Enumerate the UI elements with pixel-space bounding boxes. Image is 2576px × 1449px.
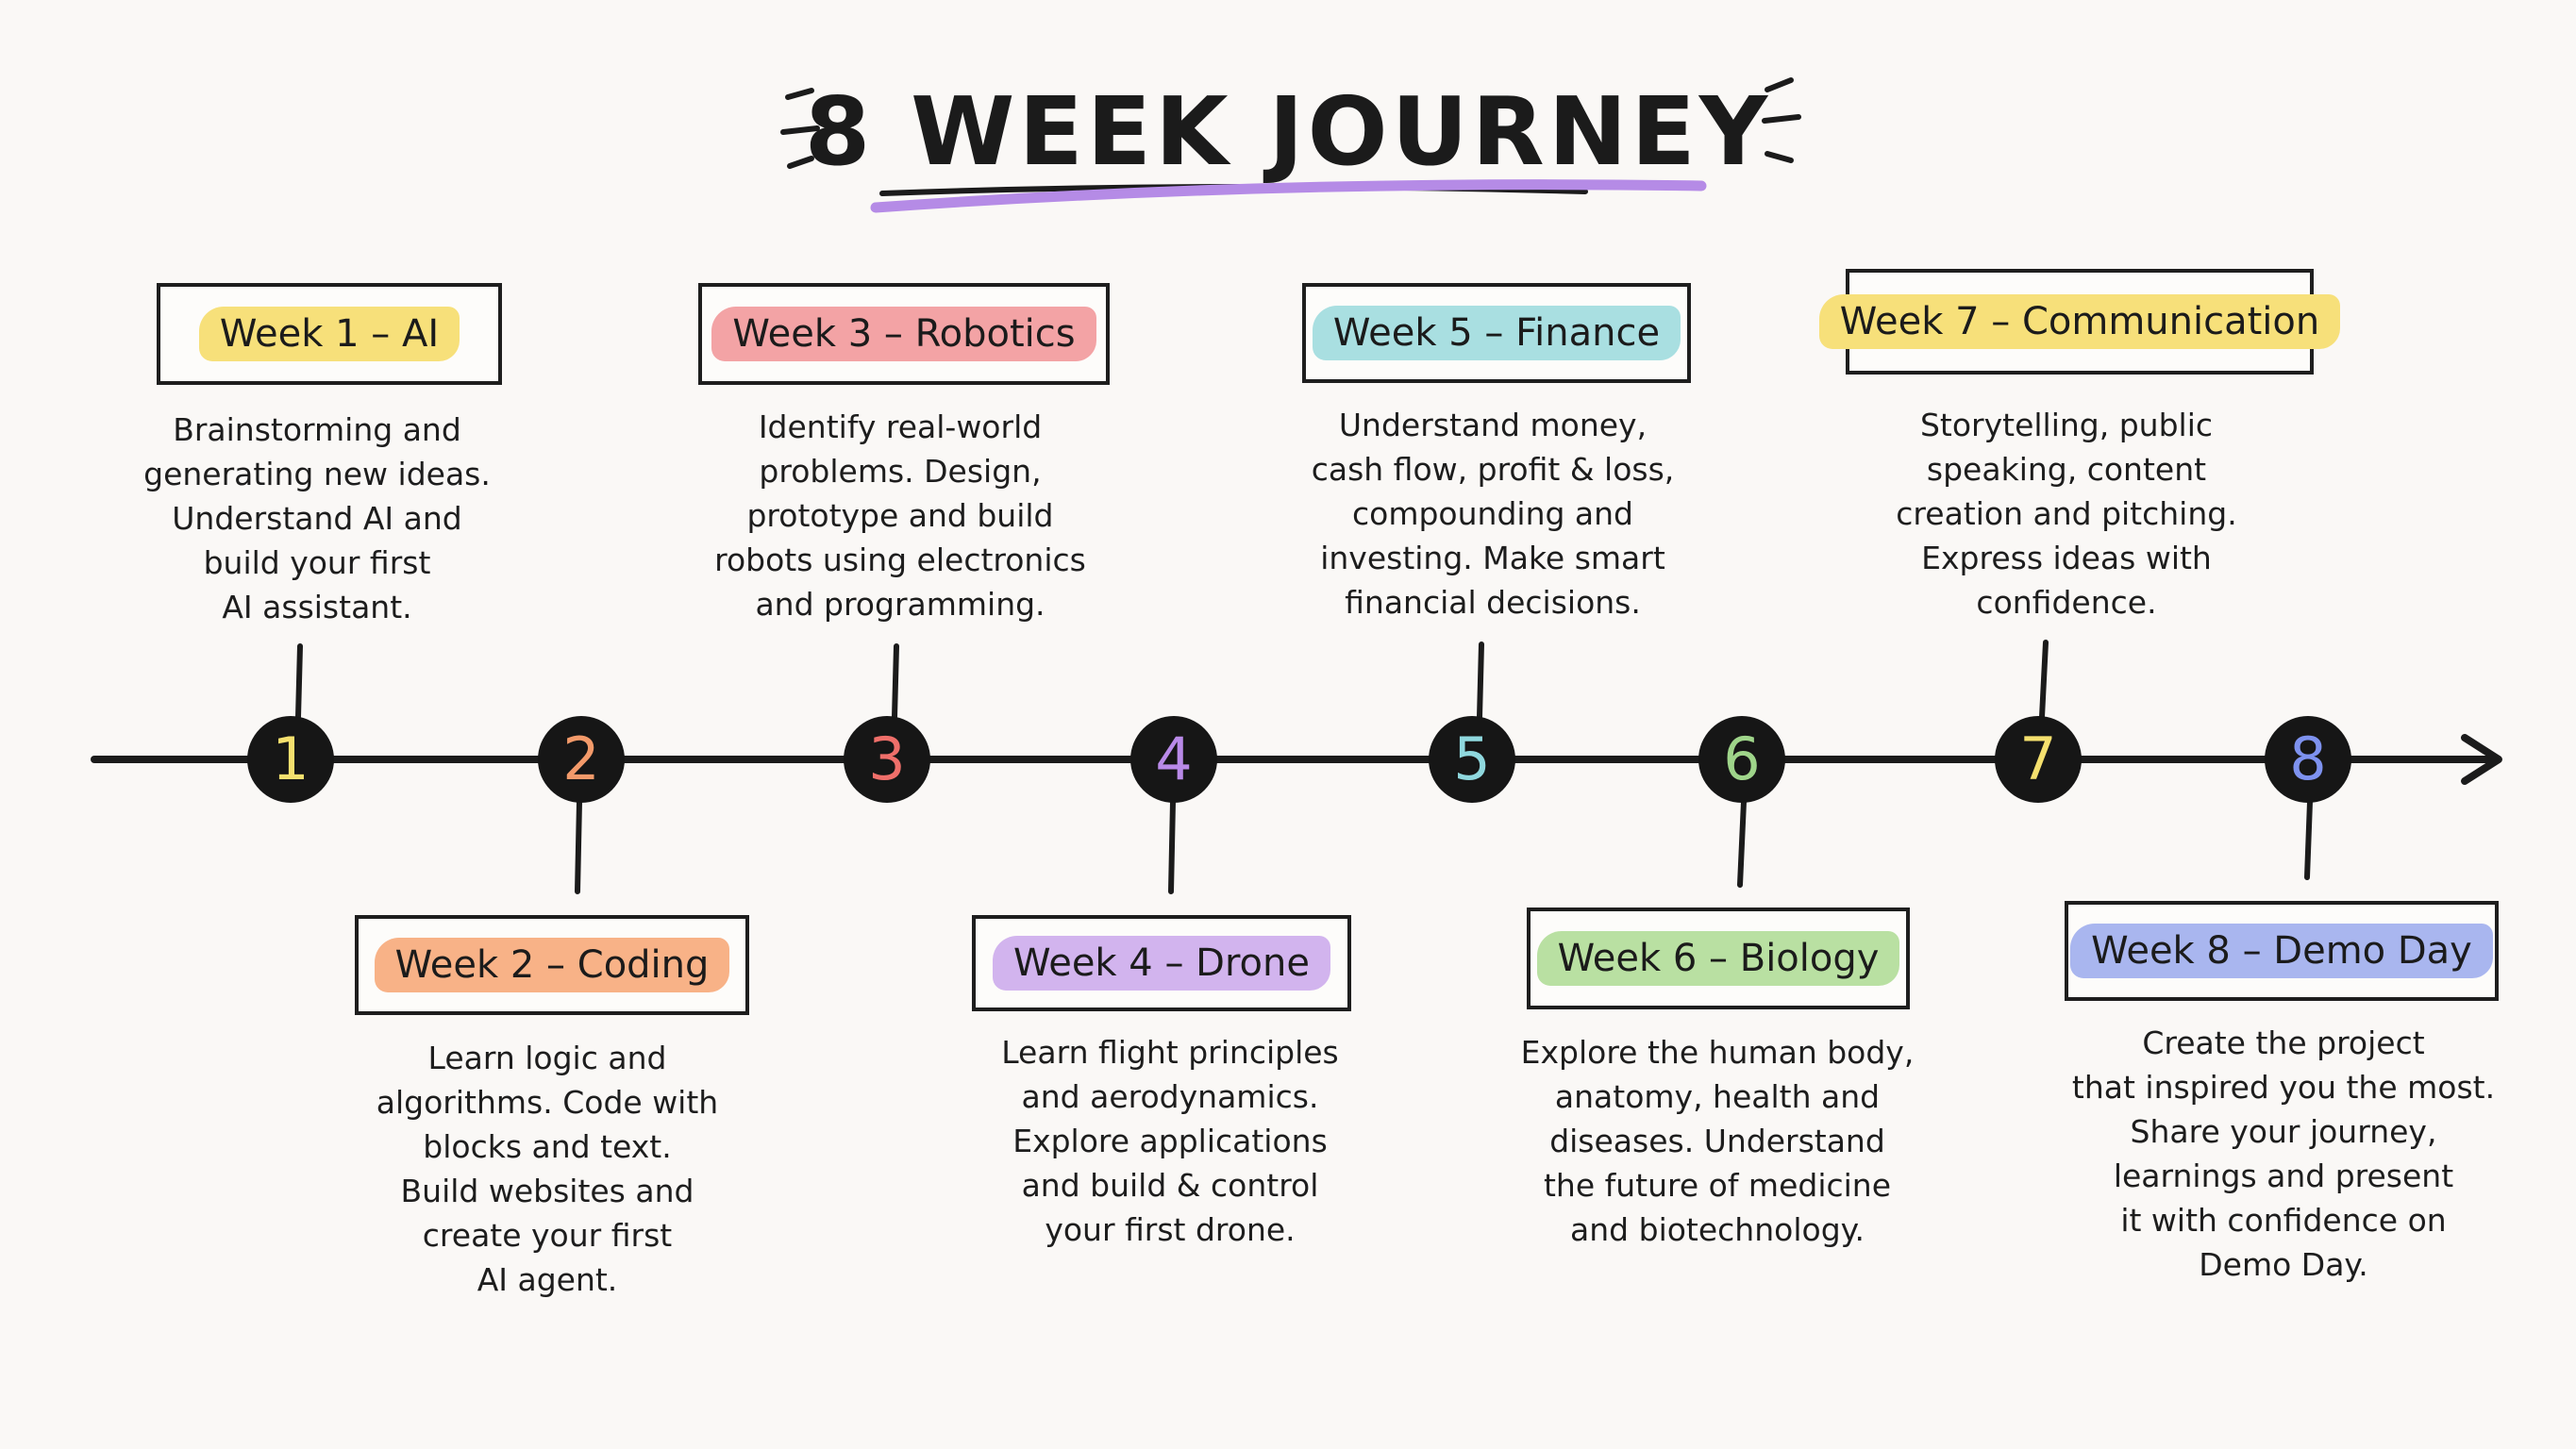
week-2-description: Learn logic and algorithms. Code with bl… [340,1036,755,1302]
title-underline-purple [870,179,1707,213]
week-8-line: Share your journey, [2130,1113,2437,1150]
week-3-line: prototype and build [746,497,1054,534]
node-number: 2 [562,724,600,793]
week-5-line: financial decisions. [1345,584,1641,621]
week-7-line: Express ideas with [1921,540,2212,576]
week-7-line: speaking, content [1926,451,2207,488]
node-number: 6 [1723,724,1761,793]
week-8-line: learnings and present [2113,1158,2454,1194]
week-3-line: robots using electronics [714,541,1086,578]
week-3-line: Identify real-world [758,408,1043,445]
timeline-node-7: 7 [1995,716,2082,803]
week-4-card: Week 4 – Drone [972,915,1351,1011]
node-number: 8 [2289,724,2327,793]
node-number: 1 [272,724,309,793]
connector-week-8 [2304,799,2313,880]
week-5-line: cash flow, profit & loss, [1311,451,1675,488]
week-7-line: creation and pitching. [1896,495,2237,532]
timeline-node-1: 1 [247,716,334,803]
week-4-line: Explore applications [1012,1123,1328,1159]
week-3-card: Week 3 – Robotics [698,283,1110,385]
week-8-description: Create the project that inspired you the… [2057,1021,2510,1287]
node-number: 4 [1155,724,1193,793]
week-4-line: and aerodynamics. [1021,1078,1319,1115]
week-2-line: AI agent. [477,1261,618,1298]
week-3-label: Week 3 – Robotics [711,307,1096,361]
week-8-line: it with confidence on [2120,1202,2447,1239]
week-5-card: Week 5 – Finance [1302,283,1691,383]
week-4-line: Learn flight principles [1001,1034,1339,1071]
timeline-node-6: 6 [1698,716,1785,803]
timeline-arrowhead [2461,734,2502,785]
week-1-line: generating new ideas. [143,456,491,492]
week-2-card: Week 2 – Coding [355,915,749,1015]
week-3-description: Identify real-world problems. Design, pr… [693,405,1108,626]
week-2-line: create your first [422,1217,673,1254]
week-8-label: Week 8 – Demo Day [2070,924,2493,978]
week-8-line: that inspired you the most. [2071,1069,2496,1106]
week-5-label: Week 5 – Finance [1312,306,1681,360]
week-6-line: and biotechnology. [1570,1211,1865,1248]
connector-week-5 [1477,641,1484,720]
week-1-line: Brainstorming and [173,411,461,448]
week-6-line: diseases. Understand [1549,1123,1885,1159]
week-7-line: Storytelling, public [1919,407,2214,443]
connector-week-4 [1168,799,1176,894]
week-2-label: Week 2 – Coding [374,938,730,992]
week-5-description: Understand money, cash flow, profit & lo… [1276,403,1710,625]
timeline-node-5: 5 [1429,716,1515,803]
week-5-line: Understand money, [1338,407,1648,443]
connector-week-2 [575,799,582,894]
timeline-node-8: 8 [2265,716,2351,803]
week-6-line: anatomy, health and [1554,1078,1881,1115]
timeline-node-4: 4 [1130,716,1217,803]
week-6-line: the future of medicine [1543,1167,1892,1204]
week-7-line: confidence. [1976,584,2157,621]
title-sparkle-right [1762,77,1801,163]
timeline-node-3: 3 [844,716,930,803]
week-1-line: build your first [203,544,431,581]
week-1-line: Understand AI and [172,500,462,537]
week-4-line: your first drone. [1045,1211,1296,1248]
week-5-line: investing. Make smart [1320,540,1665,576]
week-8-line: Demo Day. [2199,1246,2368,1283]
week-6-description: Explore the human body, anatomy, health … [1496,1030,1939,1252]
week-1-card: Week 1 – AI [157,283,502,385]
week-3-line: problems. Design, [759,453,1042,490]
week-1-line: AI assistant. [222,589,412,625]
week-1-description: Brainstorming and generating new ideas. … [109,408,525,629]
week-2-line: algorithms. Code with [376,1084,719,1121]
week-6-label: Week 6 – Biology [1536,931,1900,986]
week-7-label: Week 7 – Communication [1818,294,2341,349]
week-6-line: Explore the human body, [1520,1034,1915,1071]
week-1-label: Week 1 – AI [198,307,460,361]
week-7-description: Storytelling, public speaking, content c… [1859,403,2274,625]
timeline-node-2: 2 [538,716,625,803]
week-6-card: Week 6 – Biology [1527,908,1910,1009]
week-4-description: Learn flight principles and aerodynamics… [953,1030,1387,1252]
connector-week-1 [295,643,303,720]
page-title: 8 WEEK JOURNEY [804,76,1772,187]
week-4-line: and build & control [1021,1167,1319,1204]
connector-week-7 [2039,640,2049,720]
node-number: 3 [868,724,906,793]
week-8-card: Week 8 – Demo Day [2065,901,2499,1001]
week-4-label: Week 4 – Drone [993,936,1330,991]
connector-week-3 [892,643,899,720]
week-2-line: blocks and text. [423,1128,672,1165]
node-number: 7 [2019,724,2057,793]
week-8-line: Create the project [2142,1024,2425,1061]
week-3-line: and programming. [755,586,1045,623]
week-7-card: Week 7 – Communication [1818,269,2341,375]
week-2-line: Build websites and [400,1173,694,1209]
connector-week-6 [1737,799,1747,888]
title-sparkle-left [780,88,820,169]
week-5-line: compounding and [1352,495,1633,532]
node-number: 5 [1453,724,1491,793]
week-2-line: Learn logic and [427,1040,667,1076]
